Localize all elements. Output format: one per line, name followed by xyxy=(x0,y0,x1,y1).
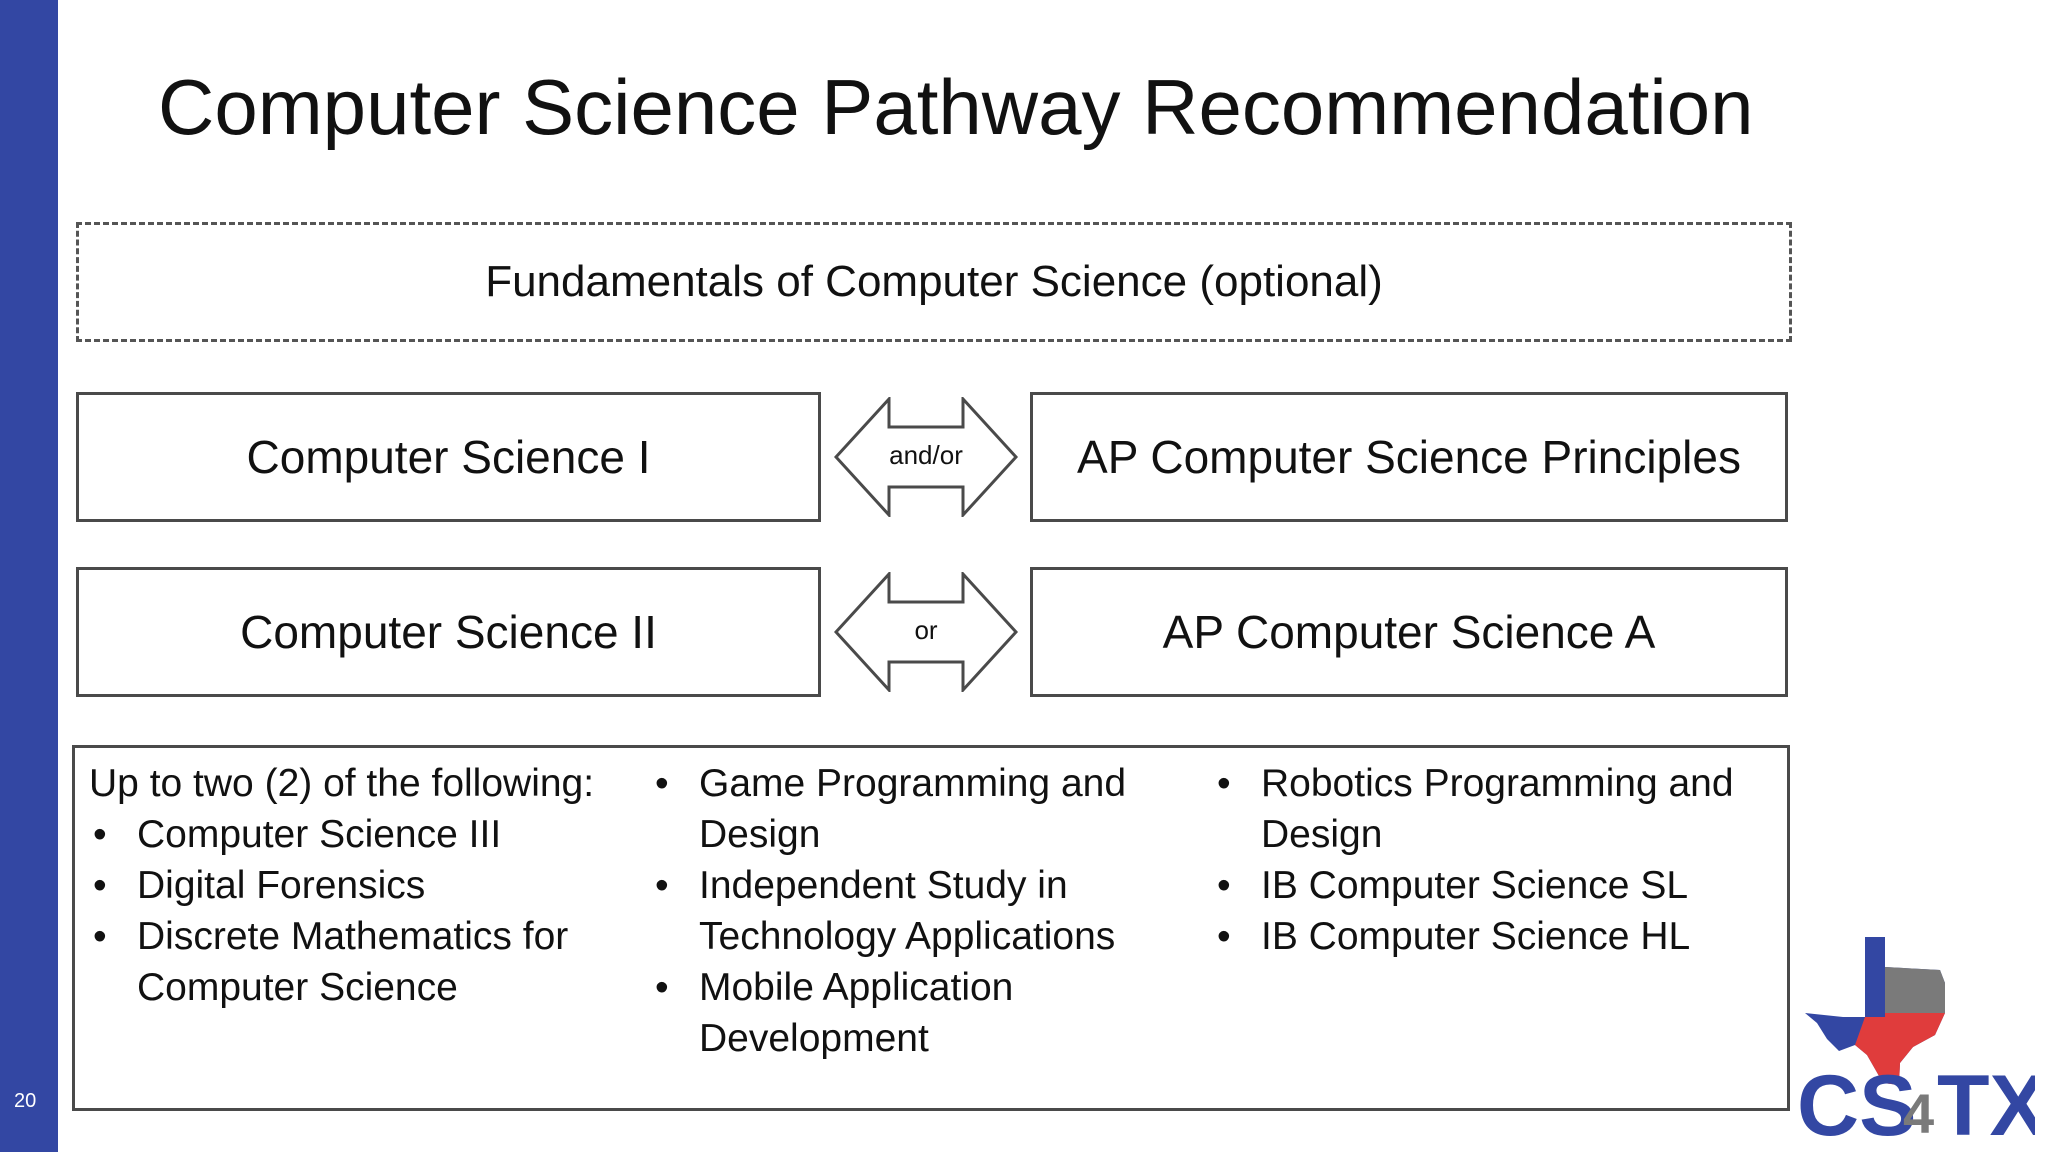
connector-label-or: or xyxy=(914,615,938,645)
logo-text-tx: TX xyxy=(1937,1058,2035,1140)
cs4tx-logo: CS 4 TX xyxy=(1795,935,2035,1140)
elective-item: Robotics Programming and Design xyxy=(1213,758,1783,860)
course-box-ap-csp: AP Computer Science Principles xyxy=(1030,392,1788,522)
course-box-cs2: Computer Science II xyxy=(76,567,821,697)
electives-column-2: Game Programming and Design Independent … xyxy=(651,758,1211,1064)
elective-item: Mobile Application Development xyxy=(651,962,1211,1064)
course-label-cs2: Computer Science II xyxy=(240,606,657,658)
course-label-cs1: Computer Science I xyxy=(246,431,651,483)
double-arrow-or: or xyxy=(834,572,1018,692)
electives-column-1: Up to two (2) of the following: Computer… xyxy=(89,758,649,1013)
double-arrow-icon xyxy=(834,572,1018,692)
slide-number: 20 xyxy=(14,1090,37,1112)
elective-item: Computer Science III xyxy=(89,809,649,860)
elective-item: Discrete Mathematics for Computer Scienc… xyxy=(89,911,649,1013)
elective-item: IB Computer Science SL xyxy=(1213,860,1783,911)
texas-map-icon: CS 4 TX xyxy=(1797,937,2035,1140)
elective-item: IB Computer Science HL xyxy=(1213,911,1783,962)
elective-item: Game Programming and Design xyxy=(651,758,1211,860)
optional-course-box: Fundamentals of Computer Science (option… xyxy=(76,222,1792,342)
elective-item: Independent Study in Technology Applicat… xyxy=(651,860,1211,962)
side-accent-bar xyxy=(0,0,58,1152)
double-arrow-icon xyxy=(834,397,1018,517)
electives-column-3: Robotics Programming and Design IB Compu… xyxy=(1213,758,1783,962)
course-box-ap-csa: AP Computer Science A xyxy=(1030,567,1788,697)
elective-item: Digital Forensics xyxy=(89,860,649,911)
logo-text-cs: CS xyxy=(1797,1058,1916,1140)
double-arrow-and-or: and/or xyxy=(834,397,1018,517)
slide-title: Computer Science Pathway Recommendation xyxy=(158,63,1754,151)
electives-heading: Up to two (2) of the following: xyxy=(89,762,595,805)
course-label-ap-csa: AP Computer Science A xyxy=(1162,606,1656,658)
logo-text-4: 4 xyxy=(1903,1082,1934,1140)
optional-course-label: Fundamentals of Computer Science (option… xyxy=(485,257,1383,306)
electives-box: Up to two (2) of the following: Computer… xyxy=(72,745,1790,1111)
course-label-ap-csp: AP Computer Science Principles xyxy=(1077,431,1741,483)
course-box-cs1: Computer Science I xyxy=(76,392,821,522)
connector-label-and-or: and/or xyxy=(889,440,963,470)
